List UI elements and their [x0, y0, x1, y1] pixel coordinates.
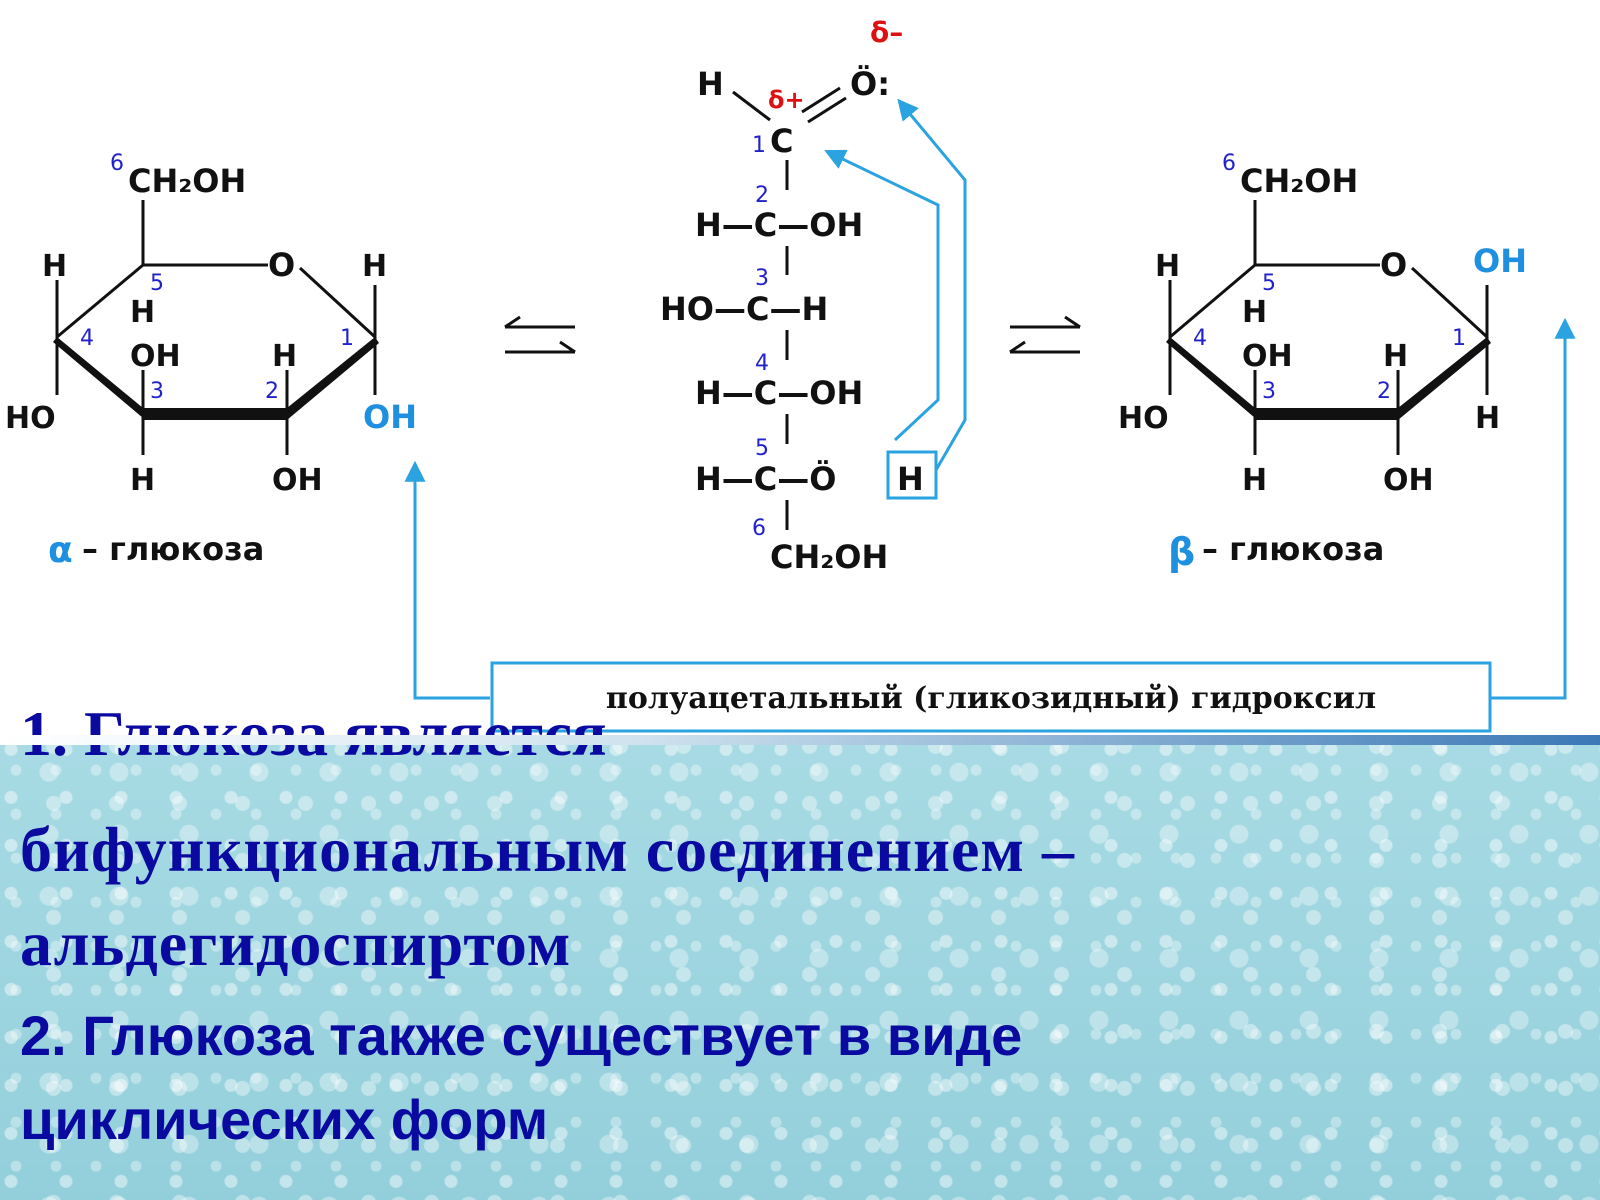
- alpha-ho4: HO: [5, 401, 56, 436]
- text-line-1: 1. Глюкоза является: [20, 698, 607, 769]
- divider-bar: [0, 735, 1600, 745]
- open-num2: 2: [755, 183, 769, 208]
- open-h5-highlighted: H: [897, 460, 924, 498]
- hemiacetal-hydroxyl-callout: полуацетальный (гликозидный) гидроксил: [404, 317, 1576, 733]
- beta-num4: 4: [1193, 326, 1207, 351]
- open-row3: HO—C—H: [660, 290, 828, 328]
- beta-symbol: β: [1168, 530, 1195, 574]
- alpha-label: – глюкоза: [82, 530, 264, 568]
- text-line-2: бифункциональным соединением –: [20, 814, 1075, 885]
- text-line-3: альдегидоспиртом: [20, 908, 572, 979]
- beta-h3-bottom: H: [1242, 463, 1267, 498]
- beta-ring-oxygen: O: [1380, 246, 1407, 284]
- open-chain-glucose-structure: δ– Ö: H δ+ 1 C 2 H—C—OH 3 HO—C—H 4 H—C—O…: [660, 16, 967, 576]
- beta-h2: H: [1383, 339, 1408, 374]
- alpha-num1: 1: [340, 326, 354, 351]
- caption-text: полуацетальный (гликозидный) гидроксил: [606, 681, 1376, 716]
- open-row4: H—C—OH: [695, 374, 863, 412]
- beta-h5: H: [1242, 295, 1267, 330]
- equilibrium-arrows-left: [504, 315, 576, 354]
- alpha-h-c1-top: H: [362, 249, 387, 284]
- alpha-num3: 3: [150, 379, 164, 404]
- highlight-box: [886, 450, 938, 500]
- beta-glucose-structure: 6 CH₂OH O OH H 5 H 4 1 OH H 3 2 HO H H O…: [1118, 151, 1527, 574]
- aldehyde-h: H: [697, 65, 724, 103]
- open-ch2oh: CH₂OH: [770, 538, 888, 576]
- alpha-symbol: α: [48, 530, 73, 571]
- alpha-ch2oh: CH₂OH: [128, 162, 246, 200]
- alpha-h5: H: [130, 295, 155, 330]
- beta-num6: 6: [1222, 151, 1236, 176]
- caption-box: [490, 661, 1492, 733]
- beta-num5: 5: [1262, 271, 1276, 296]
- beta-oh1: OH: [1473, 242, 1527, 280]
- beta-num1: 1: [1452, 326, 1466, 351]
- open-num5: 5: [755, 436, 769, 461]
- alpha-num2: 2: [265, 379, 279, 404]
- beta-ho4: HO: [1118, 401, 1169, 436]
- beta-num3: 3: [1262, 379, 1276, 404]
- beta-h-c4-top: H: [1155, 249, 1180, 284]
- alpha-glucose-structure: 6 CH₂OH O H H 5 H 4 1 OH H 3 2 HO OH H O…: [5, 151, 417, 571]
- alpha-oh1: OH: [363, 398, 417, 436]
- open-num4: 4: [755, 351, 769, 376]
- diagram-canvas: 6 CH₂OH O H H 5 H 4 1 OH H 3 2 HO OH H O…: [5, 16, 1576, 733]
- open-c1: C: [770, 122, 793, 160]
- beta-oh2-bottom: OH: [1383, 463, 1434, 498]
- beta-label: – глюкоза: [1202, 530, 1384, 568]
- alpha-num5: 5: [150, 271, 164, 296]
- glucose-tautomerism-diagram: 6 CH₂OH O H H 5 H 4 1 OH H 3 2 HO OH H O…: [5, 16, 1576, 733]
- text-line-5: циклических форм: [20, 1088, 549, 1151]
- open-num3: 3: [755, 266, 769, 291]
- open-num1: 1: [752, 133, 766, 158]
- alpha-h2: H: [272, 339, 297, 374]
- alpha-ring-oxygen: O: [268, 246, 295, 284]
- arrow-to-oxygen: [897, 98, 967, 471]
- beta-oh3: OH: [1242, 339, 1293, 374]
- text-panel: 1. Глюкоза является бифункциональным сое…: [0, 698, 1600, 1200]
- alpha-oh2-bottom: OH: [272, 463, 323, 498]
- open-row2: H—C—OH: [695, 206, 863, 244]
- equilibrium-arrows-right: [1009, 315, 1081, 354]
- open-num6: 6: [752, 516, 766, 541]
- alpha-h-c4-top: H: [42, 249, 67, 284]
- text-line-4: 2. Глюкоза также существует в виде: [20, 1004, 1023, 1067]
- delta-minus: δ–: [870, 16, 903, 49]
- alpha-num6: 6: [110, 151, 124, 176]
- beta-num2: 2: [1377, 379, 1391, 404]
- open-row5: H—C—Ö: [695, 460, 836, 498]
- beta-ch2oh: CH₂OH: [1240, 162, 1358, 200]
- alpha-h3-bottom: H: [130, 463, 155, 498]
- arrow-to-beta-oh: [1490, 317, 1576, 700]
- alpha-oh3: OH: [130, 339, 181, 374]
- arrow-to-alpha-oh: [404, 460, 490, 700]
- alpha-num4: 4: [80, 326, 94, 351]
- beta-h1: H: [1475, 401, 1500, 436]
- delta-plus: δ+: [768, 86, 805, 114]
- carbonyl-oxygen: Ö:: [850, 65, 890, 103]
- arrow-to-carbon1: [824, 149, 940, 442]
